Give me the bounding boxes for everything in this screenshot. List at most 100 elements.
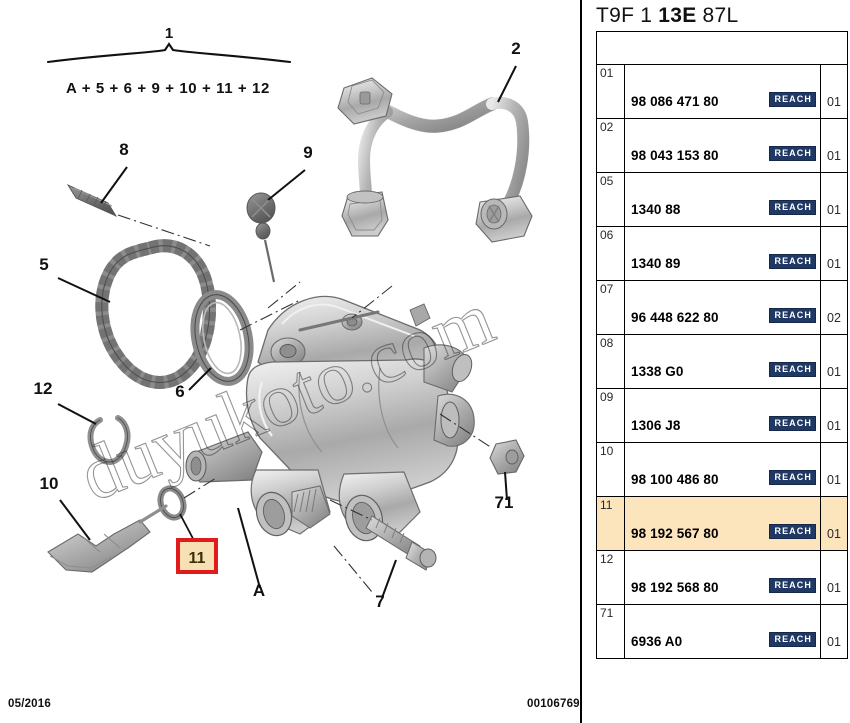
quantity: 01 <box>827 527 841 541</box>
part-number-cell: 1340 89 REACH <box>625 227 821 280</box>
quantity: 01 <box>827 203 841 217</box>
part-hose-assembly-2 <box>337 65 533 243</box>
quantity: 01 <box>827 473 841 487</box>
part-oring-6 <box>188 290 301 391</box>
table-row[interactable]: 02 98 043 153 80 REACH 01 <box>597 119 847 173</box>
assembly-note-formula: A + 5 + 6 + 9 + 10 + 11 + 12 <box>66 80 270 97</box>
callout-label-5: 5 <box>39 255 48 274</box>
reach-badge: REACH <box>769 200 816 215</box>
part-number-cell: 1338 G0 REACH <box>625 335 821 388</box>
part-number-cell: 98 043 153 80 REACH <box>625 119 821 172</box>
assembly-note-number: 1 <box>165 25 173 42</box>
quantity: 01 <box>827 581 841 595</box>
row-index: 08 <box>597 335 625 388</box>
exploded-parts-diagram: 1 A + 5 + 6 + 9 + 10 + 11 + 12 <box>34 25 533 611</box>
table-row[interactable]: 10 98 100 486 80 REACH 01 <box>597 443 847 497</box>
header-segment: 13E <box>658 3 697 27</box>
part-number: 1338 G0 <box>631 364 684 379</box>
part-gasket-5 <box>57 239 216 389</box>
quantity: 01 <box>827 95 841 109</box>
reach-badge: REACH <box>769 416 816 431</box>
table-blank-row <box>597 32 847 65</box>
part-number: 1340 89 <box>631 256 681 271</box>
part-number: 98 086 471 80 <box>631 94 719 109</box>
reach-badge: REACH <box>769 578 816 593</box>
header-segment: 87L <box>702 3 739 27</box>
reach-badge: REACH <box>769 470 816 485</box>
callout-label-71: 71 <box>495 493 514 512</box>
row-index: 05 <box>597 173 625 226</box>
callout-label-2: 2 <box>511 39 520 58</box>
callout-label-12: 12 <box>34 379 53 398</box>
part-number: 6936 A0 <box>631 634 683 649</box>
highlighted-callout-11[interactable]: 11 <box>176 538 218 574</box>
callout-labels: 2 8 9 5 6 12 10 71A 7 <box>34 39 521 611</box>
table-row[interactable]: 05 1340 88 REACH 01 <box>597 173 847 227</box>
part-thermostat-housing-A <box>185 295 475 589</box>
quantity: 02 <box>827 311 841 325</box>
reach-badge: REACH <box>769 92 816 107</box>
part-retaining-clip-12 <box>57 403 131 465</box>
highlight-box[interactable] <box>176 538 218 574</box>
highlight-label: 11 <box>189 550 206 567</box>
row-index: 12 <box>597 551 625 604</box>
reach-badge: REACH <box>769 524 816 539</box>
quantity: 01 <box>827 257 841 271</box>
part-number-cell: 6936 A0 REACH <box>625 605 821 658</box>
part-number-cell: 98 192 567 80 REACH <box>625 497 821 550</box>
parts-table: 01 98 086 471 80 REACH 01 02 98 043 153 80 REA… <box>596 31 848 659</box>
reach-badge: REACH <box>769 146 816 161</box>
part-sensor-10 <box>47 499 168 573</box>
table-row[interactable]: 71 6936 A0 REACH 01 <box>597 605 847 659</box>
row-index: 09 <box>597 389 625 442</box>
part-number: 98 192 567 80 <box>631 526 719 541</box>
reach-badge: REACH <box>769 632 816 647</box>
quantity: 01 <box>827 149 841 163</box>
callout-label-a: A <box>253 581 265 600</box>
callout-label-9: 9 <box>303 143 312 162</box>
assembly-axis-lines <box>267 281 393 593</box>
part-bolt-7 <box>329 499 437 599</box>
footer-date: 05/2016 <box>8 698 51 710</box>
callout-label-7: 7 <box>375 592 384 611</box>
row-index: 10 <box>597 443 625 496</box>
table-row[interactable]: 07 96 448 622 80 REACH 02 <box>597 281 847 335</box>
quantity: 01 <box>827 419 841 433</box>
callout-label-8: 8 <box>119 140 128 159</box>
reach-badge: REACH <box>769 254 816 269</box>
part-dowel-pin-8 <box>66 166 211 247</box>
part-number-cell: 96 448 622 80 REACH <box>625 281 821 334</box>
callout-label-6: 6 <box>175 382 184 401</box>
part-number: 98 100 486 80 <box>631 472 719 487</box>
footer-reference-code: 00106769 <box>527 698 580 710</box>
part-number: 96 448 622 80 <box>631 310 719 325</box>
part-number-cell: 98 086 471 80 REACH <box>625 65 821 118</box>
part-plug-71 <box>439 413 525 501</box>
reach-badge: REACH <box>769 308 816 323</box>
row-index: 07 <box>597 281 625 334</box>
callout-label-10: 10 <box>40 474 59 493</box>
row-index: 02 <box>597 119 625 172</box>
part-number-cell: 98 100 486 80 REACH <box>625 443 821 496</box>
quantity: 01 <box>827 635 841 649</box>
diagram-svg: 1 A + 5 + 6 + 9 + 10 + 11 + 12 <box>34 25 533 611</box>
row-index: 71 <box>597 605 625 658</box>
part-number-cell: 1340 88 REACH <box>625 173 821 226</box>
part-number: 98 043 153 80 <box>631 148 719 163</box>
header-segment: 1 <box>640 3 653 27</box>
reach-badge: REACH <box>769 362 816 377</box>
part-number: 1340 88 <box>631 202 681 217</box>
header-segment: T9F <box>596 3 635 27</box>
part-bleed-screw-9 <box>246 169 306 283</box>
